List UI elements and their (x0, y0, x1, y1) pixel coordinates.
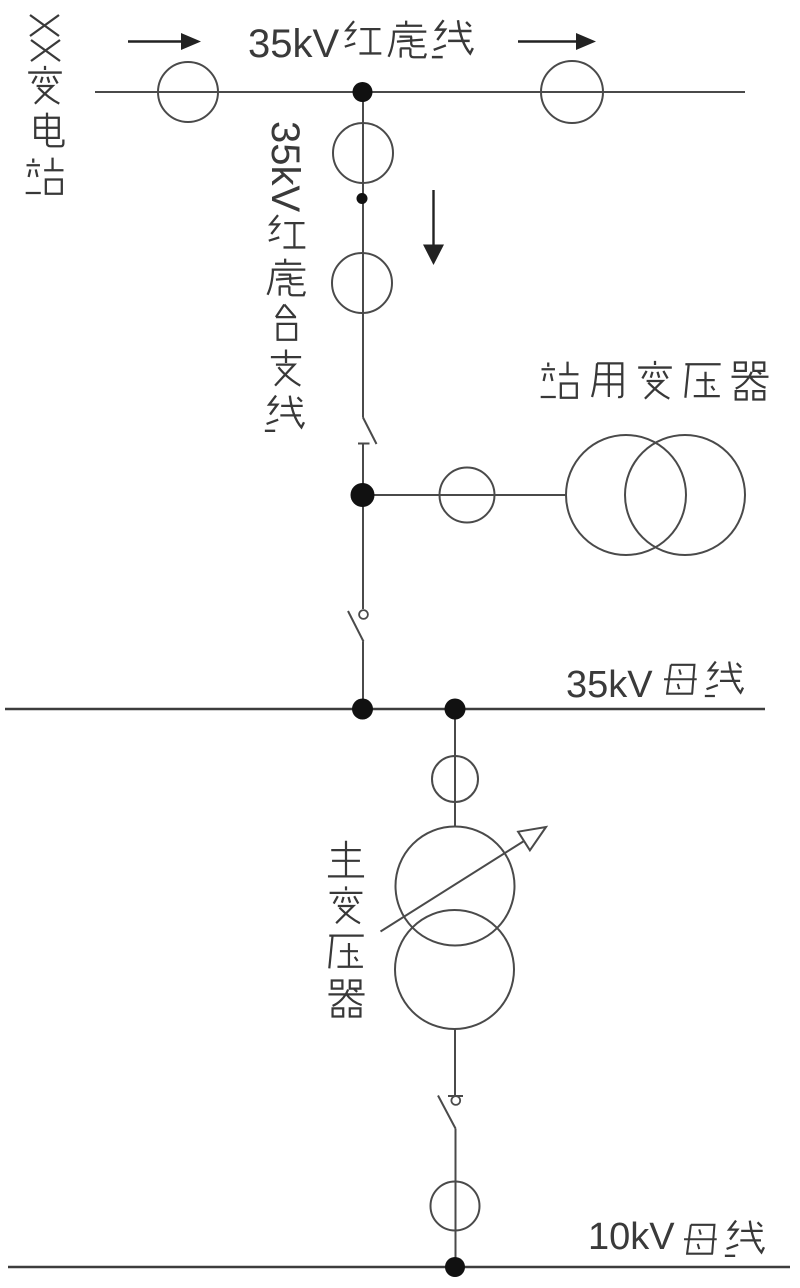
svg-text:35kV: 35kV (263, 121, 307, 212)
svg-text:10kV: 10kV (588, 1216, 675, 1258)
svg-text:35kV: 35kV (566, 664, 653, 706)
svg-text:35kV: 35kV (248, 22, 339, 66)
